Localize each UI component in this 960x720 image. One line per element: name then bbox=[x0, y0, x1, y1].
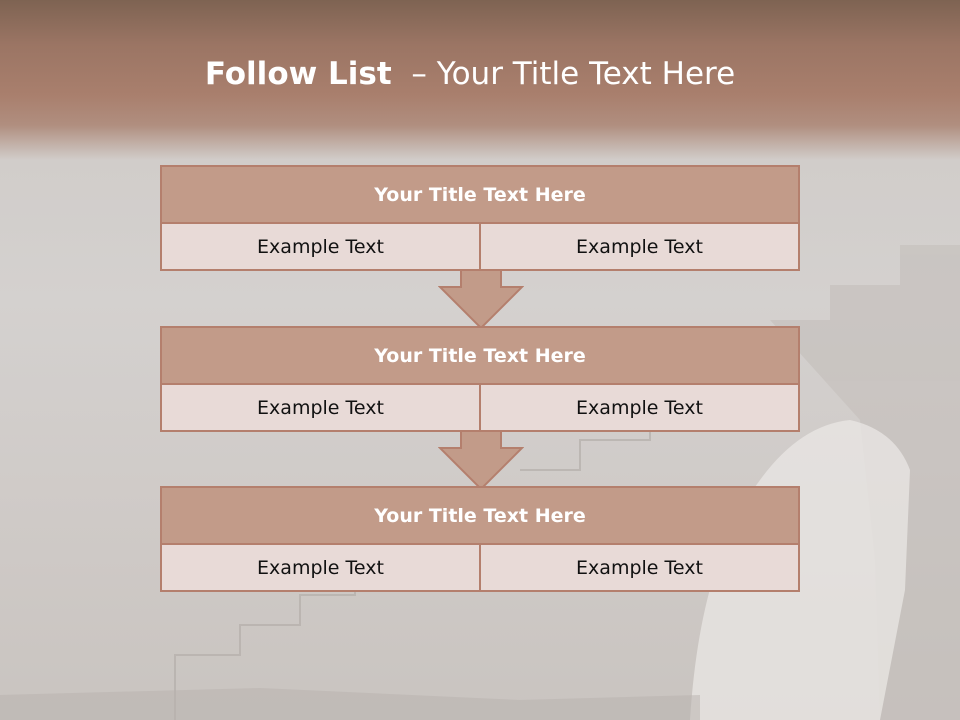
table-row: Example Text Example Text bbox=[162, 385, 798, 430]
follow-table-3: Your Title Text Here Example Text Exampl… bbox=[160, 486, 800, 592]
table-header: Your Title Text Here bbox=[162, 167, 798, 224]
down-arrow-icon bbox=[438, 430, 524, 491]
table-cell-right: Example Text bbox=[479, 385, 798, 430]
table-header: Your Title Text Here bbox=[162, 488, 798, 545]
title-rest: – Your Title Text Here bbox=[391, 56, 736, 92]
table-cell-left: Example Text bbox=[162, 385, 479, 430]
follow-table-1: Your Title Text Here Example Text Exampl… bbox=[160, 165, 800, 271]
title-bold: Follow List bbox=[204, 56, 392, 92]
slide-title: Follow List – Your Title Text Here bbox=[0, 56, 940, 92]
table-cell-left: Example Text bbox=[162, 224, 479, 269]
table-row: Example Text Example Text bbox=[162, 545, 798, 590]
down-arrow-icon bbox=[438, 269, 524, 330]
follow-table-2: Your Title Text Here Example Text Exampl… bbox=[160, 326, 800, 432]
table-cell-right: Example Text bbox=[479, 545, 798, 590]
table-header: Your Title Text Here bbox=[162, 328, 798, 385]
table-cell-left: Example Text bbox=[162, 545, 479, 590]
table-row: Example Text Example Text bbox=[162, 224, 798, 269]
table-cell-right: Example Text bbox=[479, 224, 798, 269]
